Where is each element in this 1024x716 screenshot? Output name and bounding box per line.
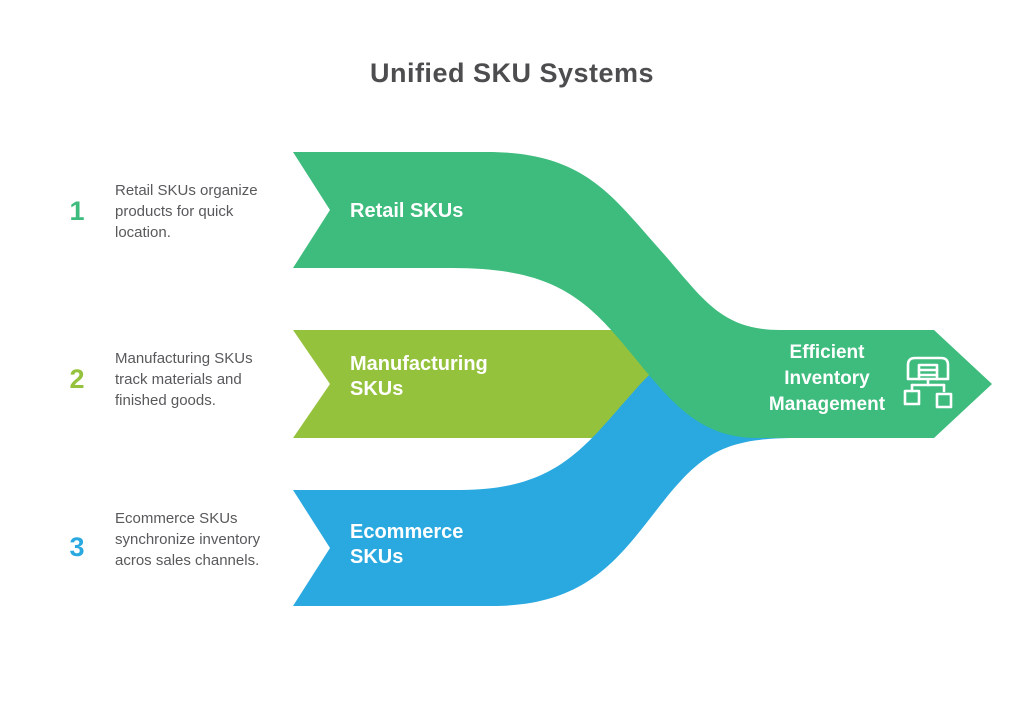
step-2-number: 2 [69,364,85,394]
result-label: Efficient Inventory Management [768,342,886,415]
retail-band-and-result-arrow-shape [293,152,992,438]
step-2-description: Manufacturing SKUs track materials and f… [115,350,253,409]
step-3-description: Ecommerce SKUs synchronize inventory acr… [115,510,261,569]
manufacturing-band-shape [293,330,660,438]
step-1-description: Retail SKUs organize products for quick … [115,182,258,241]
page-title: Unified SKU Systems [369,58,655,88]
retail-band-label: Retail SKUs [350,200,464,222]
ecommerce-band-label: Ecommerce SKUs [350,521,464,568]
step-3-number: 3 [69,532,85,562]
manufacturing-band-label: Manufacturing SKUs [350,353,488,400]
step-1-number: 1 [69,196,85,226]
warehouse-icon [903,356,953,409]
